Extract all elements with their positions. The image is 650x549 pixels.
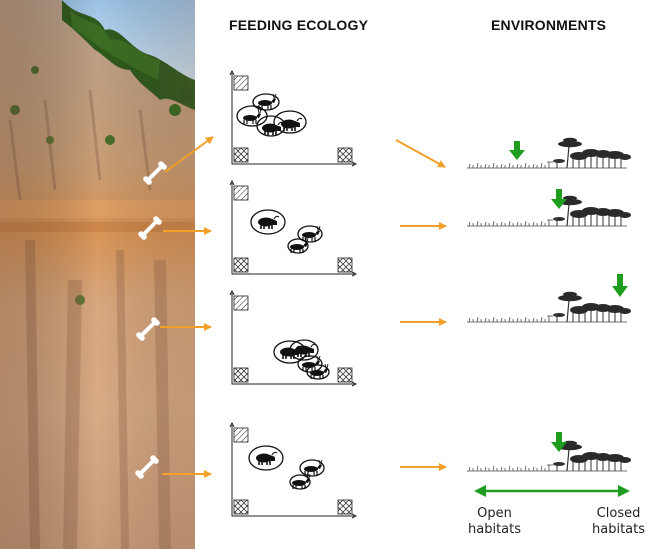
- row-2: [136, 180, 631, 277]
- habitat-marker-1: [509, 141, 525, 160]
- bone-to-plot-arrow: [164, 136, 214, 173]
- bone-icon: [141, 159, 169, 187]
- environments-heading: ENVIRONMENTS: [491, 17, 607, 33]
- row-3: [134, 274, 631, 387]
- environment-strip-2: [467, 196, 631, 226]
- bone-icon: [133, 453, 161, 481]
- bone-icon: [134, 315, 162, 343]
- feeding-plot-1: [229, 70, 357, 167]
- environment-strip-1: [467, 138, 631, 168]
- environment-strip-3: [467, 292, 631, 322]
- habitat-marker-4: [551, 432, 567, 452]
- environment-strip-4: [467, 441, 631, 471]
- plot-to-environment-arrow: [395, 139, 446, 168]
- open-habitats-label: Open habitats: [468, 506, 522, 537]
- cliff-photo: [0, 0, 195, 549]
- feeding-plot-3: [229, 290, 357, 387]
- feeding-ecology-heading: FEEDING ECOLOGY: [229, 17, 369, 33]
- row-4: [133, 422, 631, 519]
- feeding-plot-4: [229, 422, 357, 519]
- habitat-marker-3: [612, 274, 628, 297]
- closed-habitats-label: Closed habitats: [592, 506, 646, 537]
- habitat-marker-2: [551, 189, 567, 209]
- feeding-plot-2: [229, 180, 357, 277]
- row-1: [141, 70, 631, 187]
- bone-icon: [136, 214, 164, 242]
